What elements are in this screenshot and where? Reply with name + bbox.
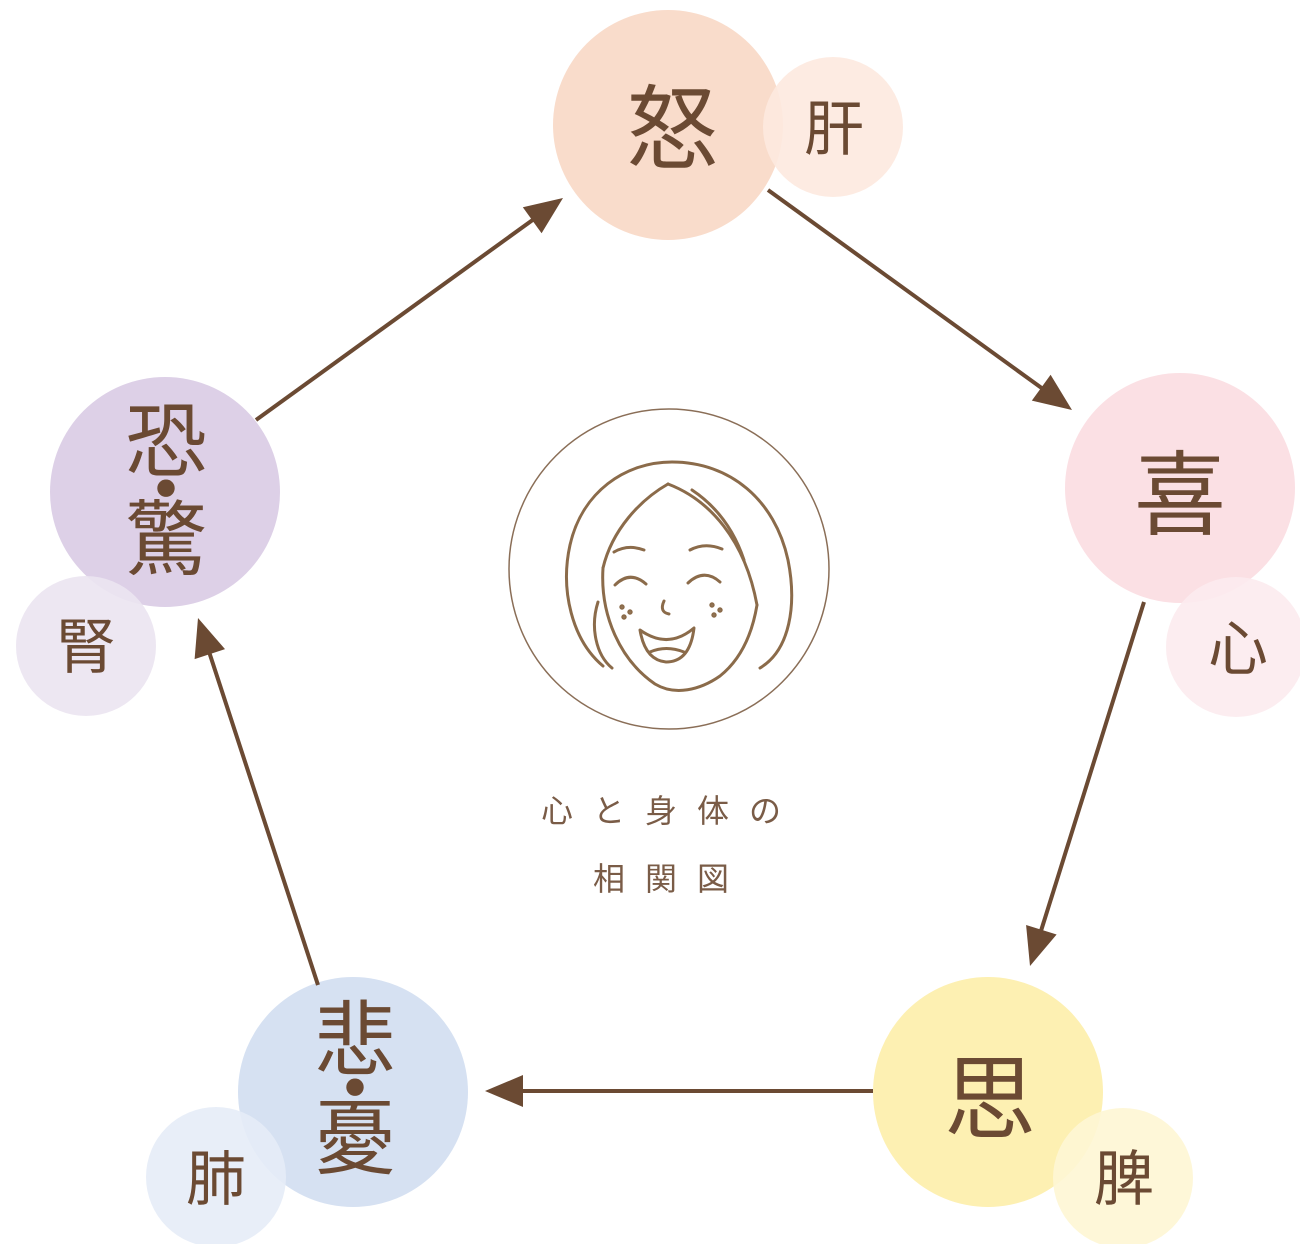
node-fear [16,377,280,716]
blush-dot [619,604,625,610]
node-grief [146,977,468,1244]
right-blush [709,602,723,618]
hair-outline [565,460,794,670]
label-glyph: ・ [125,444,207,539]
arrow-head [1026,924,1057,966]
emotion-circle-joy [1065,373,1295,603]
arrow-head [1031,374,1072,410]
arrow-head [522,198,563,234]
emotion-label-grief: 悲・憂 [314,994,396,1187]
left-eye [613,575,648,587]
blush-dot [709,602,715,608]
left-eyebrow [612,545,646,554]
blush-dot [711,612,717,618]
smiling-face-icon [565,460,794,692]
blush-dot [717,607,723,613]
arrow-grief-to-fear [194,618,320,986]
arrow-head [485,1075,523,1107]
arrow-thought-to-grief [485,1075,873,1107]
emotion-label-anger: 怒 [626,77,718,184]
organ-label-heart: 心 [1208,615,1268,685]
emotion-circle-fear [50,377,280,607]
arrow-head [194,618,226,660]
organ-label-kidney: 腎 [56,613,116,683]
hair-bangs-left [601,482,670,570]
left-blush [619,604,633,620]
organ-circle-kidney [16,576,156,716]
organ-label-spleen: 脾 [1094,1145,1154,1215]
arrow-anger-to-joy [766,188,1072,410]
tongue [648,647,686,654]
organ-circle-heart [1166,577,1300,717]
center-emblem: 心と身体の 相関図 [508,408,830,898]
hair-left-lock [593,600,614,670]
arrow-shaft [1038,601,1146,933]
organ-circle-spleen [1053,1108,1193,1244]
emotion-circle-thought [873,977,1103,1207]
label-glyph: 悲 [314,994,396,1089]
diagram-title-line2: 相関図 [593,860,749,898]
face-outline [601,566,759,692]
center-ring [508,408,830,730]
emotion-label-thought: 思 [944,1047,1036,1154]
label-glyph: 恐 [125,395,207,490]
organ-label-liver: 肝 [804,95,864,165]
node-anger [553,10,903,240]
emotion-label-fear: 恐・驚 [125,395,207,588]
hair-bangs-right [666,482,759,607]
right-eyebrow [688,544,724,552]
arrow-shaft [766,188,1045,391]
labels: 怒 肝 喜 心 思 脾 悲・憂 肺 恐・驚 腎 [56,77,1268,1216]
organ-circle-liver [763,57,903,197]
arrow-fear-to-anger [254,198,563,422]
arrow-shaft [207,651,320,986]
node-thought [873,977,1193,1244]
cycle-arrows [194,188,1146,1107]
emotion-circle-anger [553,10,783,240]
arrow-shaft [254,217,536,422]
right-eye [686,573,722,585]
nose [660,599,671,616]
diagram-title-line1: 心と身体の [541,792,801,830]
label-glyph: 驚 [125,493,207,588]
node-joy [1065,373,1300,717]
blush-dot [627,609,633,615]
emotion-circle-grief [238,977,468,1207]
emotion-label-joy: 喜 [1134,443,1226,550]
label-glyph: ・ [314,1043,396,1138]
arrow-joy-to-thought [1026,601,1146,966]
organ-label-lung: 肺 [186,1145,246,1215]
organ-circle-lung [146,1107,286,1244]
blush-dot [621,614,627,620]
hair-strand [690,488,746,562]
label-glyph: 憂 [314,1092,396,1187]
